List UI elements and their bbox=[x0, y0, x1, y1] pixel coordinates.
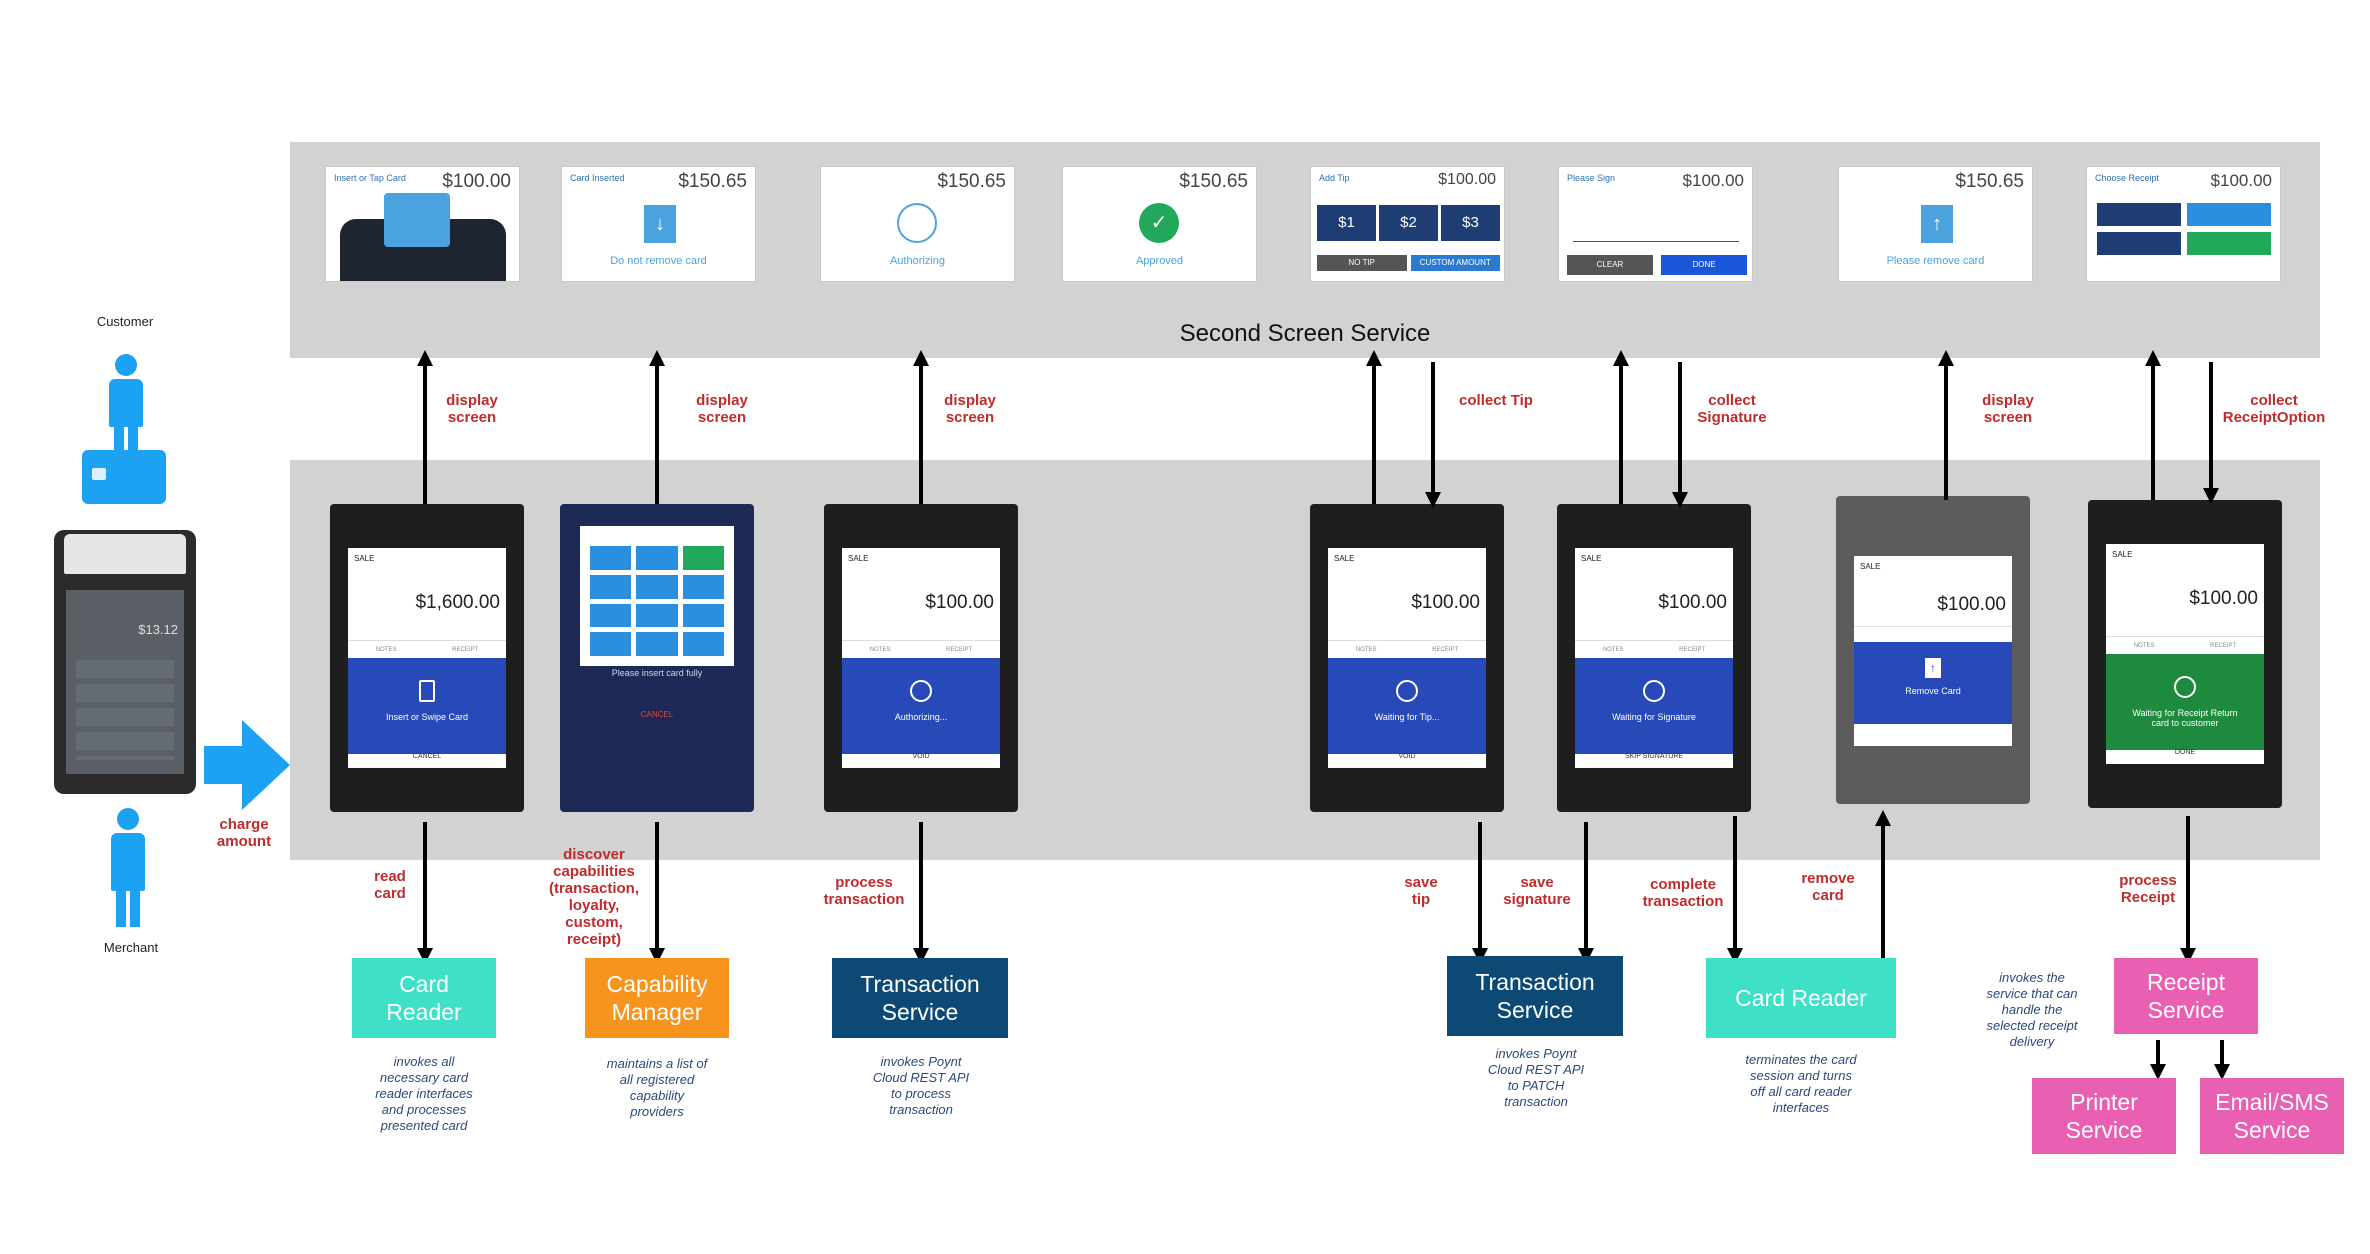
terminal-remove-card: SALE$100.00 ↑Remove Card bbox=[1836, 496, 2030, 804]
capability-grid bbox=[590, 546, 724, 656]
label-process-transaction: process transaction bbox=[823, 874, 905, 908]
custom-amount-button: CUSTOM AMOUNT bbox=[1410, 255, 1500, 271]
label-complete-transaction: complete transaction bbox=[1642, 876, 1724, 910]
note-capability-manager: maintains a list of all registered capab… bbox=[606, 1056, 708, 1119]
card-icon bbox=[384, 193, 450, 247]
merchant-label: Merchant bbox=[103, 940, 159, 955]
tip-3-button: $3 bbox=[1441, 205, 1500, 241]
label-display-screen-2: display screen bbox=[696, 392, 748, 426]
label-process-receipt: process Receipt bbox=[2119, 872, 2177, 906]
remove-card-arrow-icon: ↑ bbox=[1925, 658, 1941, 678]
card-reader-service-2: Card Reader bbox=[1706, 958, 1896, 1038]
card-insert-icon bbox=[419, 680, 435, 702]
poynt-device: $13.12 bbox=[54, 530, 196, 794]
label-collect-signature: collect Signature bbox=[1697, 392, 1767, 426]
second-screen-approved: $150.65 ✓ Approved bbox=[1062, 166, 1257, 282]
label-discover-capabilities: discover capabilities (transaction, loya… bbox=[548, 846, 639, 948]
second-screen-card-inserted: Card Inserted $150.65 ↓ Do not remove ca… bbox=[561, 166, 756, 282]
credit-card-icon bbox=[82, 450, 166, 504]
note-receipt-service: invokes the service that can handle the … bbox=[1986, 970, 2078, 1049]
label-read-card: read card bbox=[374, 868, 406, 902]
label-collect-receipt-option: collect ReceiptOption bbox=[2222, 392, 2326, 426]
note-transaction-service-1: invokes Poynt Cloud REST API to process … bbox=[872, 1054, 970, 1117]
printer-service: Printer Service bbox=[2032, 1078, 2176, 1154]
transaction-service-1: Transaction Service bbox=[832, 958, 1008, 1038]
down-arrow-icon: ↓ bbox=[644, 205, 676, 243]
label-save-tip: save tip bbox=[1404, 874, 1438, 908]
label-display-screen-1: display screen bbox=[446, 392, 498, 426]
second-screen-authorizing: $150.65 Authorizing bbox=[820, 166, 1015, 282]
note-transaction-service-2: invokes Poynt Cloud REST API to PATCH tr… bbox=[1487, 1046, 1585, 1109]
tip-ring-icon bbox=[1396, 680, 1418, 702]
up-arrow-icon: ↑ bbox=[1921, 205, 1953, 243]
merchant-icon bbox=[110, 808, 146, 927]
tip-1-button: $1 bbox=[1317, 205, 1376, 241]
label-display-screen-3: display screen bbox=[944, 392, 996, 426]
card-reader-service-1: Card Reader bbox=[352, 958, 496, 1038]
second-screen-choose-receipt: Choose Receipt $100.00 bbox=[2086, 166, 2281, 282]
clear-button: CLEAR bbox=[1567, 255, 1653, 275]
authorizing-ring-icon bbox=[910, 680, 932, 702]
label-display-screen-4: display screen bbox=[1982, 392, 2034, 426]
charge-amount-label: charge amount bbox=[216, 816, 272, 850]
device-amount: $13.12 bbox=[138, 622, 178, 637]
label-remove-card: remove card bbox=[1801, 870, 1855, 904]
email-sms-service: Email/SMS Service bbox=[2200, 1078, 2344, 1154]
second-screen-please-sign: Please Sign $100.00 CLEAR DONE bbox=[1558, 166, 1753, 282]
done-button: DONE bbox=[1661, 255, 1747, 275]
spinner-ring-icon bbox=[897, 203, 937, 243]
second-screen-insert-card: Insert or Tap Card $100.00 bbox=[325, 166, 520, 282]
note-card-reader-1: invokes all necessary card reader interf… bbox=[375, 1054, 473, 1133]
receipt-service: Receipt Service bbox=[2114, 958, 2258, 1034]
charge-arrow bbox=[204, 720, 290, 810]
signature-line bbox=[1573, 241, 1739, 242]
transaction-service-2: Transaction Service bbox=[1447, 956, 1623, 1036]
capability-manager-service: Capability Manager bbox=[585, 958, 729, 1038]
receipt-options-grid bbox=[2097, 203, 2271, 255]
signature-ring-icon bbox=[1643, 680, 1665, 702]
second-screen-add-tip: Add Tip $100.00 $1 $2 $3 NO TIP CUSTOM A… bbox=[1310, 166, 1505, 282]
second-screen-remove-card: $150.65 ↑ Please remove card bbox=[1838, 166, 2033, 282]
no-tip-button: NO TIP bbox=[1317, 255, 1407, 271]
tip-2-button: $2 bbox=[1379, 205, 1438, 241]
label-save-signature: save signature bbox=[1503, 874, 1571, 908]
label-collect-tip: collect Tip bbox=[1459, 392, 1533, 409]
terminal-capabilities: Please insert card fully CANCEL bbox=[560, 504, 754, 812]
second-screen-label: Second Screen Service bbox=[1179, 320, 1431, 347]
receipt-ring-icon bbox=[2174, 676, 2196, 698]
check-circle-icon: ✓ bbox=[1139, 203, 1179, 243]
customer-icon bbox=[108, 354, 144, 459]
customer-label: Customer bbox=[96, 314, 154, 329]
note-card-reader-2: terminates the card session and turns of… bbox=[1745, 1052, 1857, 1115]
